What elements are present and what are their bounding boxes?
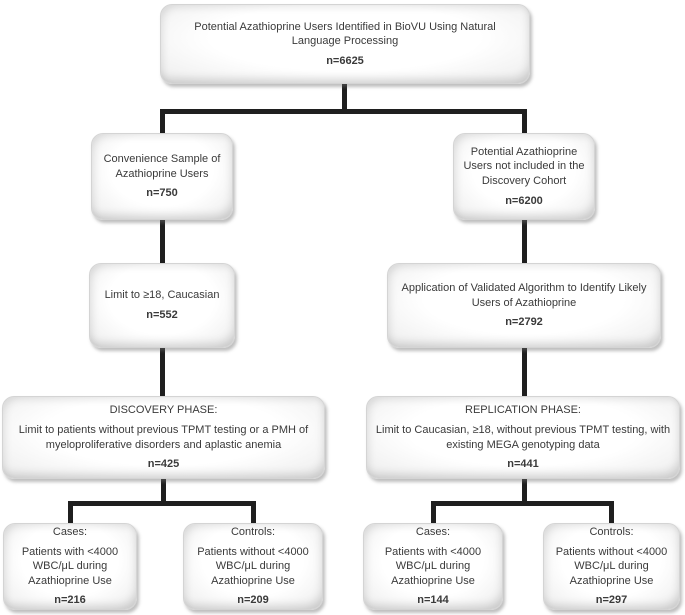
connector-replication-hbar [431, 501, 614, 506]
node-convenience-sample-count: n=750 [146, 187, 178, 200]
connector-limit-to-discovery [160, 348, 165, 396]
node-discovery-cases-title: Cases: [52, 526, 88, 539]
connector-main-hbar [160, 109, 527, 114]
node-discovery-phase-text: Limit to patients without previous TPMT … [18, 423, 309, 451]
node-replication-cases-text: Patients with <4000 WBC/μL during Azathi… [384, 545, 482, 587]
node-not-included-count: n=6200 [505, 194, 543, 207]
connector-replication-controls-drop [609, 501, 614, 523]
node-discovery-phase: DISCOVERY PHASE: Limit to patients witho… [2, 396, 325, 479]
node-replication-controls-title: Controls: [589, 526, 634, 539]
node-limit-age-caucasian-text: Limit to ≥18, Caucasian [104, 289, 220, 302]
node-discovery-controls-title: Controls: [230, 526, 276, 539]
node-discovery-controls-count: n=209 [237, 594, 269, 607]
node-validated-algorithm-count: n=2792 [505, 316, 543, 329]
node-replication-phase-title: REPLICATION PHASE: [465, 404, 581, 417]
node-top-count: n=6625 [326, 54, 364, 67]
node-discovery-cases-text: Patients with <4000 WBC/μL during Azathi… [21, 545, 119, 587]
node-replication-controls-text: Patients without <4000 WBC/μL during Aza… [555, 545, 668, 587]
node-top: Potential Azathioprine Users Identified … [160, 4, 530, 84]
node-replication-phase-count: n=441 [507, 458, 539, 471]
node-not-included: Potential Azathioprine Users not include… [453, 133, 595, 220]
node-convenience-sample-text: Convenience Sample of Azathioprine Users [103, 153, 221, 180]
connector-replication-cases-drop [431, 501, 436, 523]
node-not-included-text: Potential Azathioprine Users not include… [463, 145, 585, 187]
node-discovery-phase-title: DISCOVERY PHASE: [109, 404, 218, 417]
node-top-text: Potential Azathioprine Users Identified … [194, 20, 496, 48]
connector-top-stem [342, 84, 347, 114]
connector-discovery-cases-drop [68, 501, 73, 523]
connector-convenience-to-limit [160, 220, 165, 263]
connector-right-drop [522, 109, 527, 133]
node-discovery-cases: Cases: Patients with <4000 WBC/μL during… [3, 523, 137, 610]
connector-notincluded-to-algorithm [522, 220, 527, 263]
node-validated-algorithm: Application of Validated Algorithm to Id… [387, 263, 661, 348]
connector-algorithm-to-replication [522, 348, 527, 396]
node-validated-algorithm-text: Application of Validated Algorithm to Id… [401, 282, 647, 309]
connector-discovery-stem [161, 479, 166, 506]
node-discovery-controls: Controls: Patients without <4000 WBC/μL … [183, 523, 323, 610]
node-replication-phase: REPLICATION PHASE: Limit to Caucasian, ≥… [366, 396, 680, 479]
node-replication-cases-count: n=144 [417, 594, 449, 607]
node-replication-controls: Controls: Patients without <4000 WBC/μL … [543, 523, 680, 610]
node-replication-controls-count: n=297 [595, 594, 628, 607]
node-replication-cases-title: Cases: [415, 526, 451, 539]
node-discovery-phase-count: n=425 [147, 458, 180, 471]
node-limit-age-caucasian-count: n=552 [146, 309, 178, 321]
connector-left-drop [160, 109, 165, 133]
node-limit-age-caucasian: Limit to ≥18, Caucasian n=552 [89, 263, 235, 348]
connector-discovery-hbar [68, 501, 256, 506]
connector-replication-stem [522, 479, 527, 506]
node-discovery-controls-text: Patients without <4000 WBC/μL during Aza… [197, 545, 309, 587]
node-replication-phase-text: Limit to Caucasian, ≥18, without previou… [375, 423, 671, 451]
connector-discovery-controls-drop [251, 501, 256, 523]
node-convenience-sample: Convenience Sample of Azathioprine Users… [91, 133, 233, 220]
node-replication-cases: Cases: Patients with <4000 WBC/μL during… [363, 523, 503, 610]
node-discovery-cases-count: n=216 [54, 594, 86, 607]
